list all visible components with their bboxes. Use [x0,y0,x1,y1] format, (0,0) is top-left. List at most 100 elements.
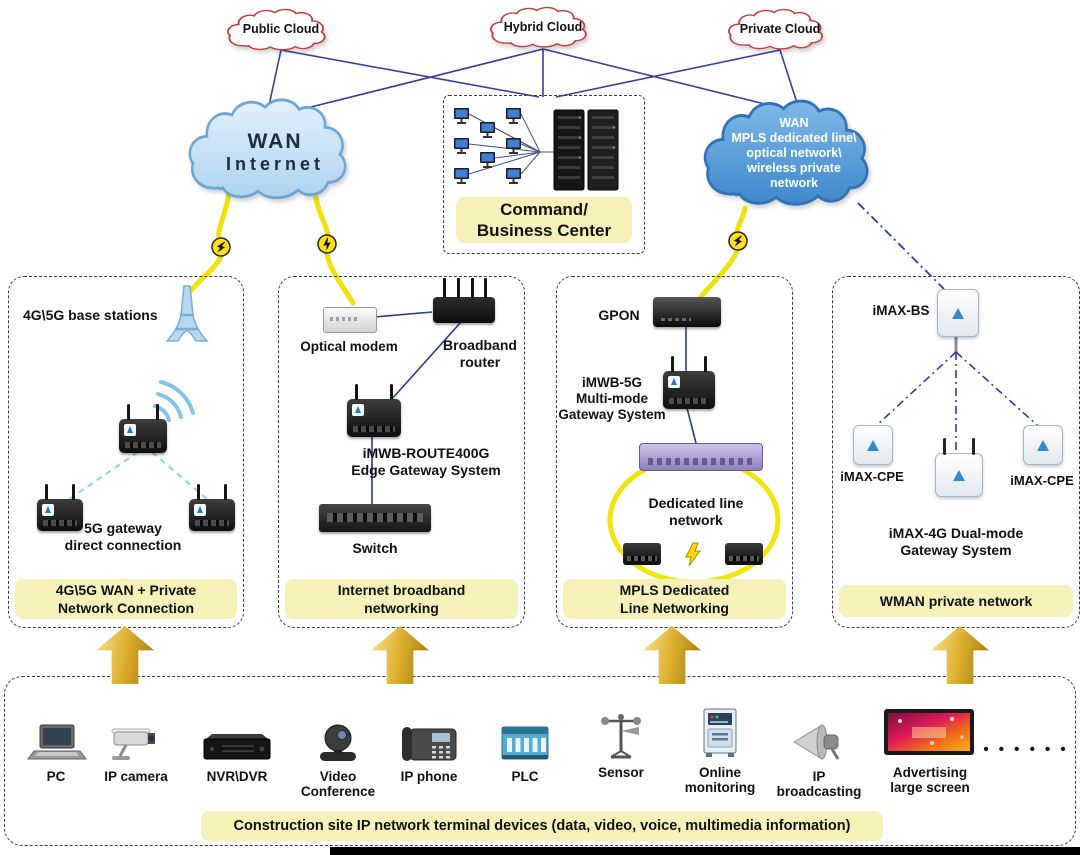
lan-lines [371,311,697,504]
device-label: Online [698,765,741,780]
label-line: Command/ [500,200,588,219]
device-label: Video [319,769,357,784]
wan-mpls-cloud: WAN MPLS dedicated line\ optical network… [700,97,888,215]
device-label: NVR\DVR [206,769,268,784]
label-line: iMAX-4G Dual-mode [888,525,1024,541]
vendor-logo-icon [124,424,136,436]
label-line: MPLS dedicated line\ [731,130,857,145]
command-center-label: Command/ Business Center [456,197,632,243]
label-line: Broadband [443,337,517,353]
imax-cpe-label: iMAX-CPE [1010,473,1074,488]
multimode-gateway-icon [663,356,715,409]
broadband-router-icon [433,278,495,323]
wman-radio-links [875,351,1039,452]
device-label: Advertising [892,765,968,780]
label-line: 4G\5G WAN + Private [55,582,197,598]
ip-broadcasting-icon [786,707,852,765]
terminal-device-pc: PC [11,707,101,784]
device-label: Sensor [598,765,644,780]
hybrid-cloud-label: Hybrid Cloud [503,19,583,34]
device-label: monitoring [684,780,756,795]
nvr-dvr-icon [198,707,276,765]
device-label: IP phone [400,769,458,784]
wan-internet-cloud: WAN Internet [185,96,365,208]
server-rack-icon [553,109,619,191]
broadband-router-label: Broadband router [437,337,523,371]
imax-bs-label: iMAX-BS [872,303,930,318]
ports-icon [353,426,395,432]
ports-icon [195,520,229,526]
label-line: Gateway System [900,541,1012,558]
label-line: networking [364,600,439,616]
antenna-icon [943,438,946,455]
ports-icon [43,520,77,526]
label-line: 5G gateway [84,520,162,536]
device-label: PLC [511,769,539,784]
label-line: Gateway System [558,407,666,422]
gpon-label: GPON [598,307,640,323]
label-line: network [770,175,818,190]
terminal-device-ip-camera: IP camera [91,707,181,784]
terminal-device-sensor: Sensor [576,703,666,780]
imax-cpe-icon [853,425,893,465]
device-label: Conference [300,784,376,799]
command-business-center: Command/ Business Center [443,95,645,254]
antenna-icon [671,356,674,372]
public-cloud: Public Cloud [225,8,337,54]
antenna-icon [972,438,975,455]
base-stations-title: 4G\5G base stations [23,307,158,323]
vendor-logo-icon [953,469,965,481]
label-line: iMWB-ROUTE400G [362,445,490,461]
bottom-black-bar [330,847,1080,855]
ring-switch-icon [623,543,661,565]
antenna-icon [127,404,130,420]
device-label: PC [46,769,66,784]
panel-footer-label: WMAN private network [839,585,1073,617]
terminal-devices-banner: Construction site IP network terminal de… [201,811,883,841]
switch-icon [319,504,431,532]
ports-icon [669,398,709,404]
label-line: Edge Gateway System [351,461,501,478]
imax-cpe-icon [1023,425,1063,465]
antenna-icon [457,278,460,298]
advertising-screen-icon [882,703,978,761]
multimode-gateway-label: iMWB-5G Multi-mode Gateway System [557,375,667,423]
online-monitoring-icon [692,703,748,761]
5g-gateway-icon [119,404,167,453]
private-cloud: Private Cloud [726,8,834,53]
label-line: network [669,511,723,528]
ip-camera-icon [104,707,168,765]
public-cloud-label: Public Cloud [242,22,320,36]
base-station-tower-icon [165,285,209,342]
private-cloud-label: Private Cloud [739,21,821,36]
terminal-device-ip-phone: IP phone [382,707,476,784]
label-line: WAN [779,115,809,130]
antenna-icon [390,384,393,400]
cable-coupler-icon [726,229,750,253]
plc-icon [496,707,554,765]
label-line: wireless private [747,160,841,175]
device-label: IP camera [104,769,168,784]
cloud-link-lines [267,48,800,114]
5g-gateway-label: 5G gateway direct connection [53,520,193,554]
terminal-device-plc: PLC [480,707,570,784]
label-line: Construction site IP network terminal de… [233,818,851,834]
workstations-and-servers-icon [454,108,619,191]
imax-4g-gateway-label: iMAX-4G Dual-mode Gateway System [883,525,1029,559]
panel-wman: iMAX-BS iMAX-CPE iMAX-CPE iMAX-4G Dual-m… [832,276,1080,628]
vendor-logo-icon [352,404,364,416]
ellipsis-dots: • • • • • • [983,741,1069,758]
vendor-logo-icon [952,307,964,319]
5g-gateway-icon [189,484,235,531]
antenna-icon [197,484,200,500]
antenna-icon [72,484,75,500]
dedicated-line-label: Dedicated line network [641,495,751,529]
video-conference-icon [310,707,366,765]
label-line: Internet broadband [337,582,466,598]
antenna-icon [355,384,358,400]
